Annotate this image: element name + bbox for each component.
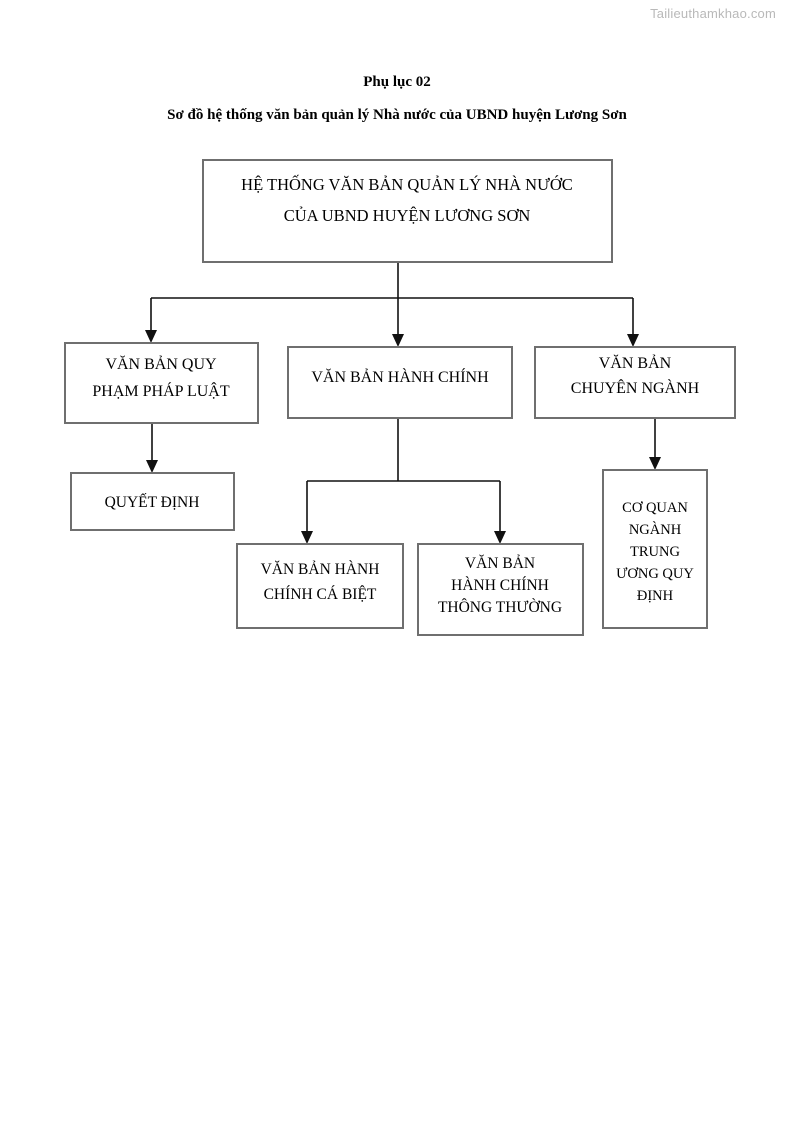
node-central-agency-line-1: CƠ QUAN	[622, 500, 688, 516]
node-ordinary-admin-line-1: VĂN BẢN	[465, 555, 535, 572]
node-root-line-1: HỆ THỐNG VĂN BẢN QUẢN LÝ NHÀ NƯỚC	[241, 175, 573, 194]
node-specialized-documents[interactable]: VĂN BẢN CHUYÊN NGÀNH	[534, 346, 736, 419]
node-administrative-documents-box[interactable]	[287, 346, 513, 419]
node-ordinary-admin[interactable]: VĂN BẢN HÀNH CHÍNH THÔNG THƯỜNG	[417, 543, 584, 636]
node-decision-box[interactable]	[70, 472, 235, 531]
node-central-agency[interactable]: CƠ QUAN NGÀNH TRUNG ƯƠNG QUY ĐỊNH	[602, 469, 708, 629]
node-individual-admin-line-1: VĂN BẢN HÀNH	[261, 561, 380, 578]
node-central-agency-line-5: ĐỊNH	[637, 588, 674, 604]
node-root-box[interactable]	[202, 159, 613, 263]
document-subtitle: Sơ đồ hệ thống văn bản quản lý Nhà nước …	[167, 107, 627, 123]
connector-root-to-specialized	[627, 298, 639, 347]
connector-administrative-to-ordinary	[494, 481, 506, 544]
node-ordinary-admin-line-3: THÔNG THƯỜNG	[438, 599, 562, 616]
node-central-agency-line-2: NGÀNH	[629, 521, 682, 538]
node-individual-admin-line-2: CHÍNH CÁ BIỆT	[264, 586, 377, 603]
node-decision[interactable]: QUYẾT ĐỊNH	[70, 472, 235, 531]
node-legal-documents[interactable]: VĂN BẢN QUY PHẠM PHÁP LUẬT	[64, 342, 259, 424]
connector-root-to-bus	[151, 262, 633, 299]
node-legal-documents-line-2: PHẠM PHÁP LUẬT	[92, 381, 229, 400]
node-individual-admin[interactable]: VĂN BẢN HÀNH CHÍNH CÁ BIỆT	[236, 543, 404, 629]
connector-specialized-to-central-agency	[649, 418, 661, 470]
node-ordinary-admin-box[interactable]	[417, 543, 584, 636]
node-central-agency-box[interactable]	[602, 469, 708, 629]
node-decision-line-1: QUYẾT ĐỊNH	[105, 494, 200, 511]
node-administrative-documents-line-1: VĂN BẢN HÀNH CHÍNH	[311, 367, 489, 386]
connector-root-to-legal	[145, 298, 157, 343]
connector-legal-to-decision	[146, 423, 158, 473]
node-specialized-documents-box[interactable]	[534, 346, 736, 419]
connector-administrative-to-individual	[301, 481, 313, 544]
node-specialized-documents-line-1: VĂN BẢN	[599, 353, 672, 372]
node-root[interactable]: HỆ THỐNG VĂN BẢN QUẢN LÝ NHÀ NƯỚC CỦA UB…	[202, 159, 613, 263]
node-root-line-2: CỦA UBND HUYỆN LƯƠNG SƠN	[284, 206, 531, 225]
node-legal-documents-line-1: VĂN BẢN QUY	[105, 354, 217, 373]
connector-administrative-to-bus	[307, 418, 500, 482]
node-ordinary-admin-line-2: HÀNH CHÍNH	[451, 577, 549, 594]
document-heading: Phụ lục 02 Sơ đồ hệ thống văn bản quản l…	[0, 72, 794, 125]
node-central-agency-line-4: ƯƠNG QUY	[616, 566, 694, 582]
node-specialized-documents-line-2: CHUYÊN NGÀNH	[571, 378, 700, 397]
appendix-title: Phụ lục 02	[363, 74, 431, 90]
node-administrative-documents[interactable]: VĂN BẢN HÀNH CHÍNH	[287, 346, 513, 419]
watermark-label: Tailieuthamkhao.com	[650, 6, 776, 21]
connector-root-to-administrative	[392, 298, 404, 347]
node-individual-admin-box[interactable]	[236, 543, 404, 629]
node-legal-documents-box[interactable]	[64, 342, 259, 424]
node-central-agency-line-3: TRUNG	[630, 544, 680, 560]
